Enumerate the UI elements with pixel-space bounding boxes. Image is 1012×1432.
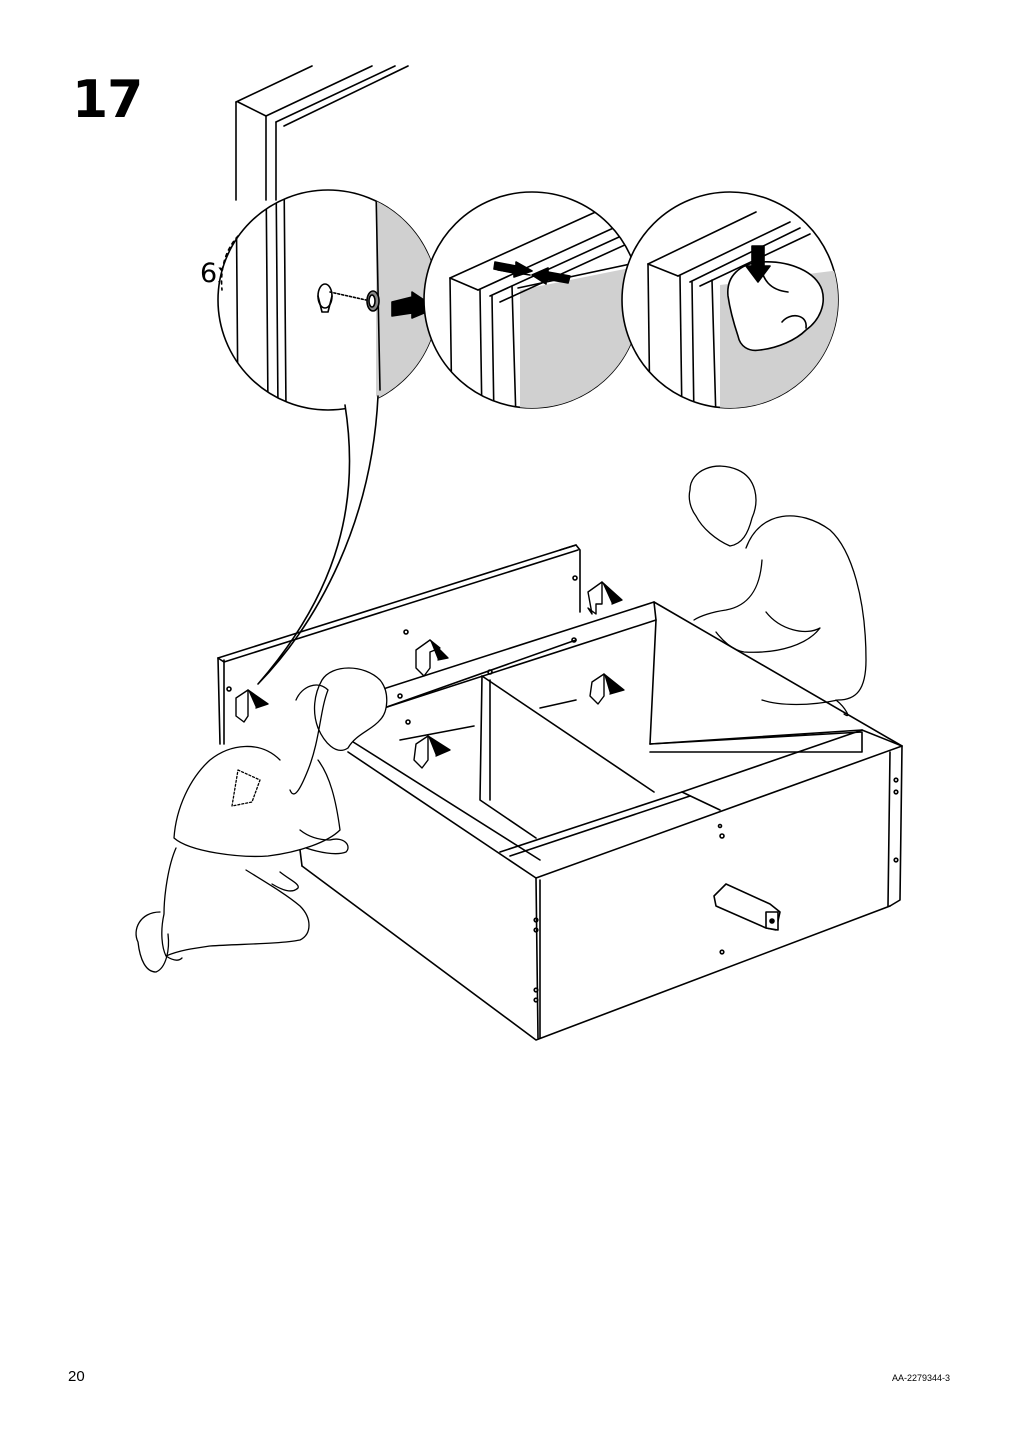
step-number: 17 [72,70,143,130]
person-right [688,465,867,717]
furniture-foot [713,883,781,931]
cabinet-frame [299,601,903,1041]
detail-circle-press [621,191,839,409]
document-code: AA-2279344-3 [891,1373,950,1383]
page-number: 20 [68,1368,85,1385]
person-left [135,667,388,973]
panel-edge-overview [235,65,409,201]
back-panel [217,544,581,745]
detail-circle-dowel [217,189,439,411]
callout-connector [257,395,379,685]
insertion-arrows [235,581,625,769]
